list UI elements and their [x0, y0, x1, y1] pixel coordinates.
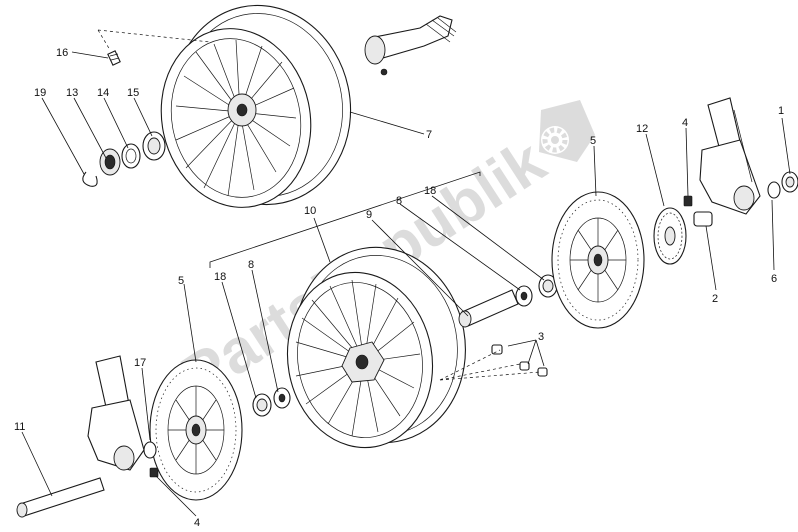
callout-1: 1 [778, 105, 784, 117]
leader-lines [21, 51, 791, 517]
callout-13: 13 [66, 87, 78, 99]
callout-3: 3 [538, 331, 544, 343]
callout-5-right: 5 [590, 135, 596, 147]
callout-2: 2 [712, 293, 718, 305]
brake-disc-left [149, 359, 243, 501]
callout-5-left: 5 [178, 275, 184, 287]
callout-7: 7 [426, 129, 432, 141]
rear-hub-small-parts [82, 131, 166, 187]
screw-16 [107, 50, 121, 66]
spacer-9 [458, 289, 519, 328]
dashed-line-rear [97, 29, 211, 51]
fork-leg-right [699, 97, 761, 215]
callout-16: 16 [56, 47, 68, 59]
callout-8-left: 8 [248, 259, 254, 271]
gear-icon [539, 100, 595, 162]
screws-3 [491, 344, 548, 377]
callout-10: 10 [304, 205, 316, 217]
front-axle-11 [16, 477, 105, 518]
brake-disc-right [551, 191, 645, 329]
front-bearings-right [515, 274, 558, 307]
left-axle-small-parts [143, 441, 159, 478]
right-axle-small-parts [683, 171, 798, 227]
dashed-line-front [439, 349, 541, 381]
tone-wheel-12 [653, 207, 687, 265]
callout-11: 11 [14, 421, 25, 433]
callout-18-left: 18 [214, 271, 226, 283]
callout-4-right: 4 [682, 117, 688, 129]
callout-15: 15 [127, 87, 139, 99]
callout-4-left: 4 [194, 517, 200, 529]
front-bearings-left [252, 387, 291, 417]
callout-12: 12 [636, 123, 648, 135]
rear-wheel [160, 4, 352, 208]
callout-6: 6 [771, 273, 777, 285]
callout-18-right: 18 [424, 185, 436, 197]
rear-axle [364, 15, 457, 76]
callout-17: 17 [134, 357, 146, 369]
fork-leg-left [87, 355, 145, 471]
rear-wheel-spokes [175, 39, 297, 197]
callouts: 16 19 13 14 15 7 1 4 12 5 18 8 9 10 6 2 … [14, 47, 784, 529]
front-wheel [286, 246, 466, 449]
callout-9: 9 [366, 209, 372, 221]
front-wheel-spokes [295, 279, 421, 437]
callout-8-right: 8 [396, 195, 402, 207]
callout-19: 19 [34, 87, 46, 99]
callout-14: 14 [97, 87, 109, 99]
assembly-bracket-10 [209, 171, 481, 268]
